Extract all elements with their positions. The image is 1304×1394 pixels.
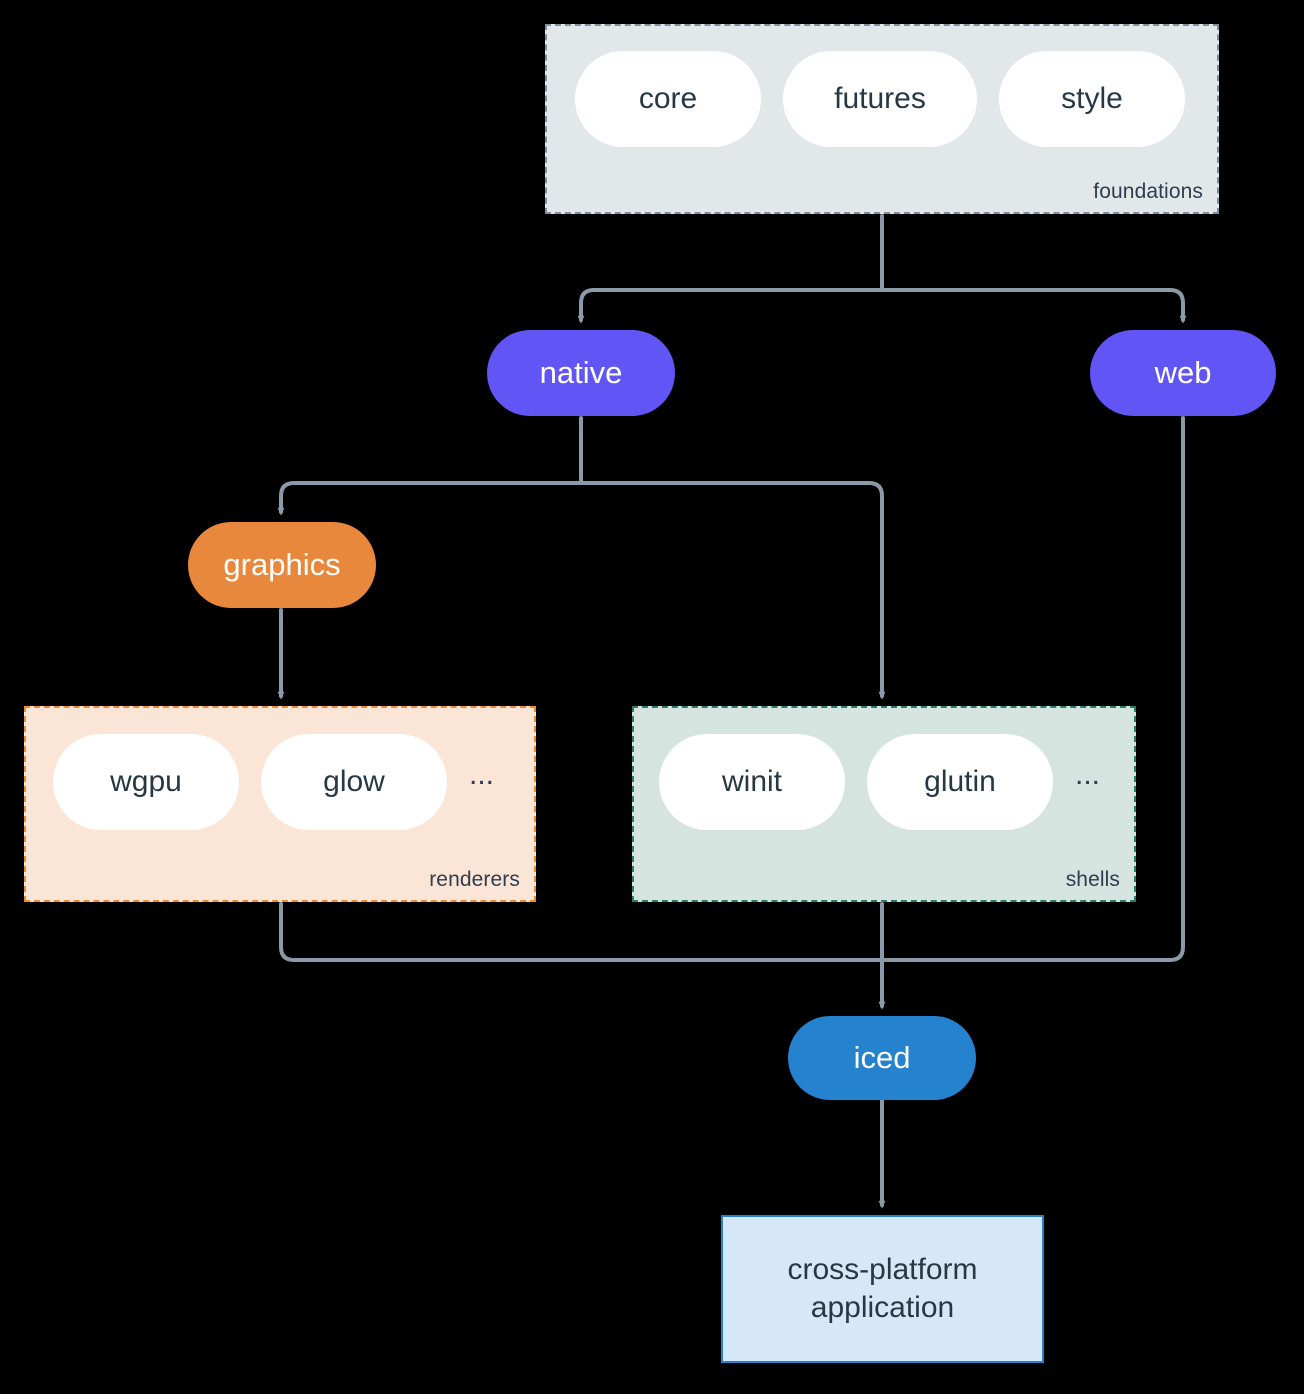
node-cross-platform-application[interactable]: cross-platform application: [721, 1215, 1044, 1363]
node-futures[interactable]: futures: [783, 51, 977, 147]
renderers-items: wgpu glow ...: [53, 734, 494, 830]
group-renderers: wgpu glow ... renderers: [24, 706, 536, 902]
edge-native-to-shells: [579, 481, 886, 700]
edge-foundations-to-native: [577, 288, 884, 324]
group-shells: winit glutin ... shells: [632, 706, 1136, 902]
edge-foundations-to-web: [880, 288, 1187, 324]
foundations-items: core futures style: [575, 51, 1185, 147]
node-iced[interactable]: iced: [788, 1016, 976, 1100]
node-winit[interactable]: winit: [659, 734, 845, 830]
node-native[interactable]: native: [487, 330, 675, 416]
node-style[interactable]: style: [999, 51, 1185, 147]
renderers-ellipsis: ...: [469, 758, 495, 791]
node-glow[interactable]: glow: [261, 734, 447, 830]
node-glutin[interactable]: glutin: [867, 734, 1053, 830]
node-wgpu[interactable]: wgpu: [53, 734, 239, 830]
app-label-line1: cross-platform: [787, 1252, 978, 1286]
group-label-foundations: foundations: [1093, 180, 1203, 203]
group-label-shells: shells: [1065, 868, 1120, 891]
edge-native-to-graphics: [277, 481, 583, 516]
node-web[interactable]: web: [1090, 330, 1276, 416]
node-core[interactable]: core: [575, 51, 761, 147]
group-label-renderers: renderers: [429, 868, 520, 891]
node-graphics[interactable]: graphics: [188, 522, 376, 608]
shells-items: winit glutin ...: [659, 734, 1100, 830]
app-label-line2: application: [810, 1291, 955, 1324]
shells-ellipsis: ...: [1075, 758, 1101, 791]
group-foundations: core futures style foundations: [545, 24, 1219, 214]
edge-renderers-to-iced: [279, 902, 884, 962]
